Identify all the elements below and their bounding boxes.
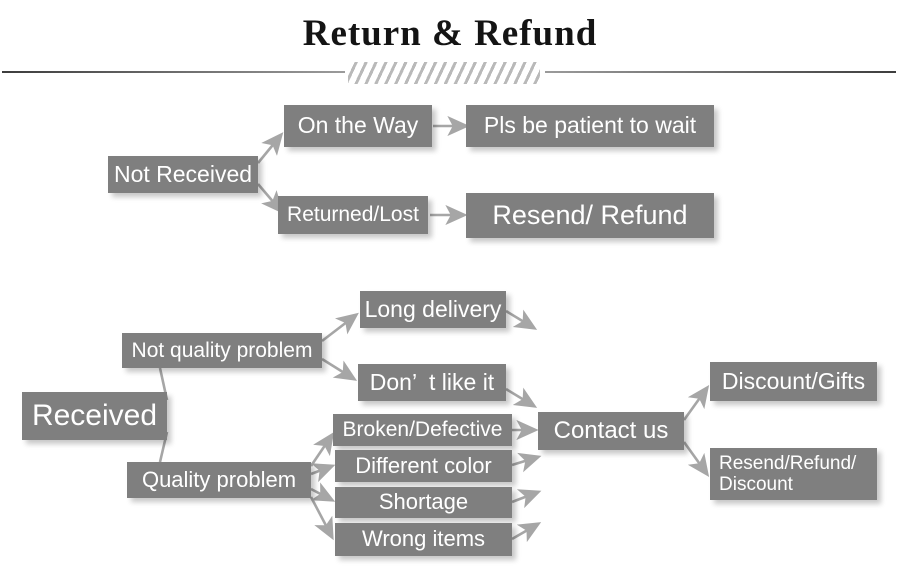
node-resend-refund-discount[interactable]: Resend/Refund/ Discount bbox=[710, 448, 877, 500]
arrow-quality-differentcolor bbox=[310, 463, 336, 483]
arrow-differentcolor-contactus bbox=[511, 452, 542, 473]
node-broken-defective[interactable]: Broken/Defective bbox=[333, 414, 512, 446]
node-not-received[interactable]: Not Received bbox=[108, 156, 258, 193]
divider-rule-right bbox=[545, 71, 896, 73]
node-wrong-items[interactable]: Wrong items bbox=[335, 523, 512, 556]
node-on-the-way[interactable]: On the Way bbox=[284, 105, 432, 147]
node-long-delivery[interactable]: Long delivery bbox=[360, 291, 506, 328]
arrow-notquality-dontlikeit bbox=[321, 357, 358, 381]
arrow-notquality-longdelivery bbox=[321, 312, 359, 343]
node-not-quality-problem[interactable]: Not quality problem bbox=[122, 333, 322, 368]
arrow-quality-broken bbox=[309, 431, 335, 467]
node-resend-refund[interactable]: Resend/ Refund bbox=[466, 193, 714, 238]
arrow-quality-wrongitems bbox=[309, 496, 334, 541]
arrow-quality-shortage bbox=[310, 482, 336, 502]
node-returned-lost[interactable]: Returned/Lost bbox=[278, 196, 428, 234]
arrow-dontlikeit-contactus bbox=[505, 387, 538, 408]
arrow-longdelivery-contactus bbox=[505, 309, 538, 330]
node-different-color[interactable]: Different color bbox=[335, 450, 512, 482]
arrow-notreceived-ontheway bbox=[256, 132, 284, 164]
header-divider bbox=[0, 60, 900, 86]
arrow-shortage-contactus bbox=[511, 489, 542, 509]
node-dont-like-it[interactable]: Don’ t like it bbox=[358, 364, 506, 401]
hatched-divider-icon bbox=[348, 62, 540, 84]
node-contact-us[interactable]: Contact us bbox=[538, 412, 684, 450]
arrow-contactus-discountgifts bbox=[682, 385, 710, 421]
page-title: Return & Refund bbox=[302, 13, 598, 54]
node-received[interactable]: Received bbox=[22, 392, 167, 440]
node-discount-gifts[interactable]: Discount/Gifts bbox=[710, 362, 877, 401]
node-shortage[interactable]: Shortage bbox=[335, 487, 512, 518]
arrow-contactus-resendrefunddiscount bbox=[682, 441, 710, 477]
divider-rule-left bbox=[2, 71, 345, 73]
arrow-wrongitems-contactus bbox=[511, 522, 542, 543]
node-quality-problem[interactable]: Quality problem bbox=[127, 462, 311, 498]
node-pls-be-patient[interactable]: Pls be patient to wait bbox=[466, 105, 714, 147]
